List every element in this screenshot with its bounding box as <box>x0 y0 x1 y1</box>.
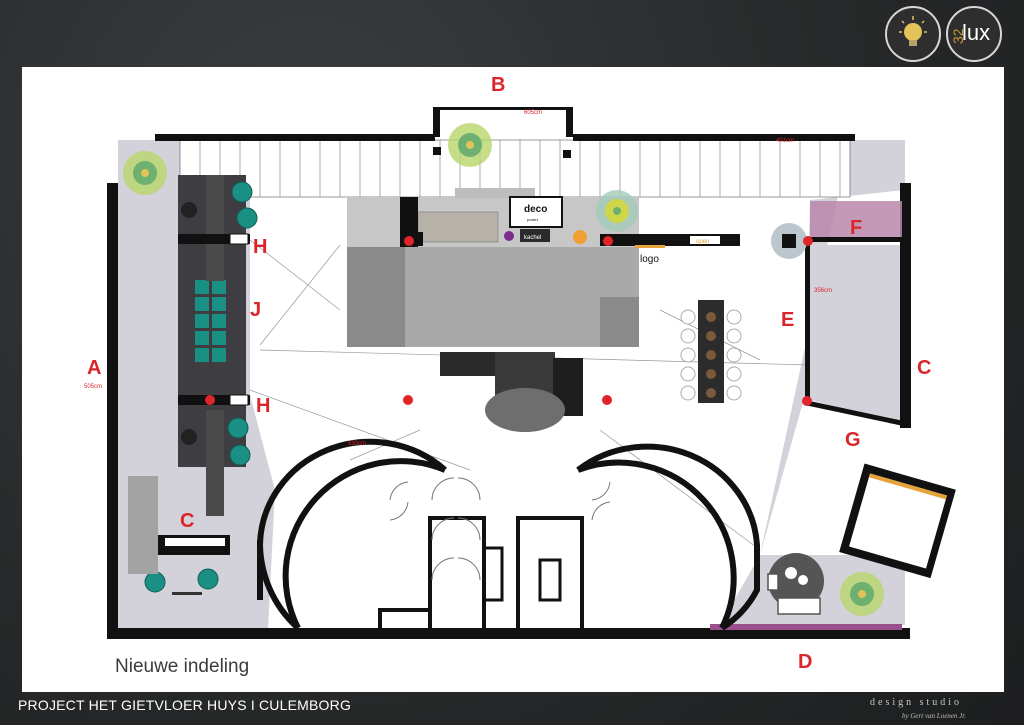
stair-treads <box>199 140 841 197</box>
door-swings <box>389 477 611 581</box>
bulb-logo-icon <box>885 6 941 62</box>
bench-j-cells <box>195 280 226 362</box>
wall-label-f: F <box>850 217 862 239</box>
label-deco: deco <box>524 204 547 215</box>
room-f <box>810 201 902 237</box>
wall-label-a: A <box>87 357 101 379</box>
inner-walls <box>378 516 584 630</box>
walls <box>107 107 911 639</box>
wall-label-j: J <box>250 299 261 321</box>
wall-label-d: D <box>798 651 812 673</box>
lounge-table <box>768 553 824 609</box>
kachel-stove <box>520 229 550 242</box>
label-kachel: kachel <box>524 235 541 241</box>
red-markers <box>205 236 813 406</box>
lux-logo-icon <box>946 6 1002 62</box>
sofa-unit <box>417 211 499 243</box>
dim-top-right: 401cm <box>776 138 794 144</box>
wall-label-e: E <box>781 309 794 331</box>
kitchen-unit-left <box>347 247 405 347</box>
chairs-dark <box>181 202 197 445</box>
plan-caption: Nieuwe indeling <box>115 656 250 677</box>
wall-label-b: B <box>491 74 505 96</box>
lamp-icons <box>123 123 884 616</box>
wall-label-h-bottom: H <box>256 395 270 417</box>
deco-panel <box>509 196 563 228</box>
wall-d-strip <box>710 624 902 630</box>
logo-brand-text: lux <box>962 20 991 45</box>
project-title: PROJECT HET GIETVLOER HUYS I CULEMBORG <box>18 697 352 713</box>
studio-name: design studio <box>870 697 963 708</box>
desk-c <box>128 476 158 574</box>
dim-top-window: 605cm <box>524 110 542 116</box>
room-e-floor <box>810 245 905 425</box>
round-room-left <box>282 458 447 630</box>
window-top <box>440 107 566 110</box>
orange-lamp <box>573 230 587 244</box>
label-poster: poster <box>527 217 539 222</box>
wall-label-h-top: H <box>253 236 267 258</box>
studio-author: by Gert van Loenen Jr. <box>902 712 966 720</box>
dim-left-wall: 505cm <box>84 384 102 390</box>
wall-label-c-left: C <box>180 510 194 532</box>
dining-table <box>680 300 742 403</box>
box-g <box>839 463 956 579</box>
purple-lamp <box>504 231 514 241</box>
round-table <box>485 388 565 432</box>
wall-label-g: G <box>845 429 861 451</box>
dim-round-room: 530cm <box>348 441 366 447</box>
chairs-teal <box>144 181 258 593</box>
label-open: open <box>696 239 709 245</box>
lounge-sofa <box>777 597 821 615</box>
wall-label-c-right: C <box>917 357 931 379</box>
label-logo: logo <box>640 254 659 265</box>
round-room-right <box>576 459 737 630</box>
dim-room-e: 356cm <box>814 288 832 294</box>
staircase-top <box>179 139 851 198</box>
